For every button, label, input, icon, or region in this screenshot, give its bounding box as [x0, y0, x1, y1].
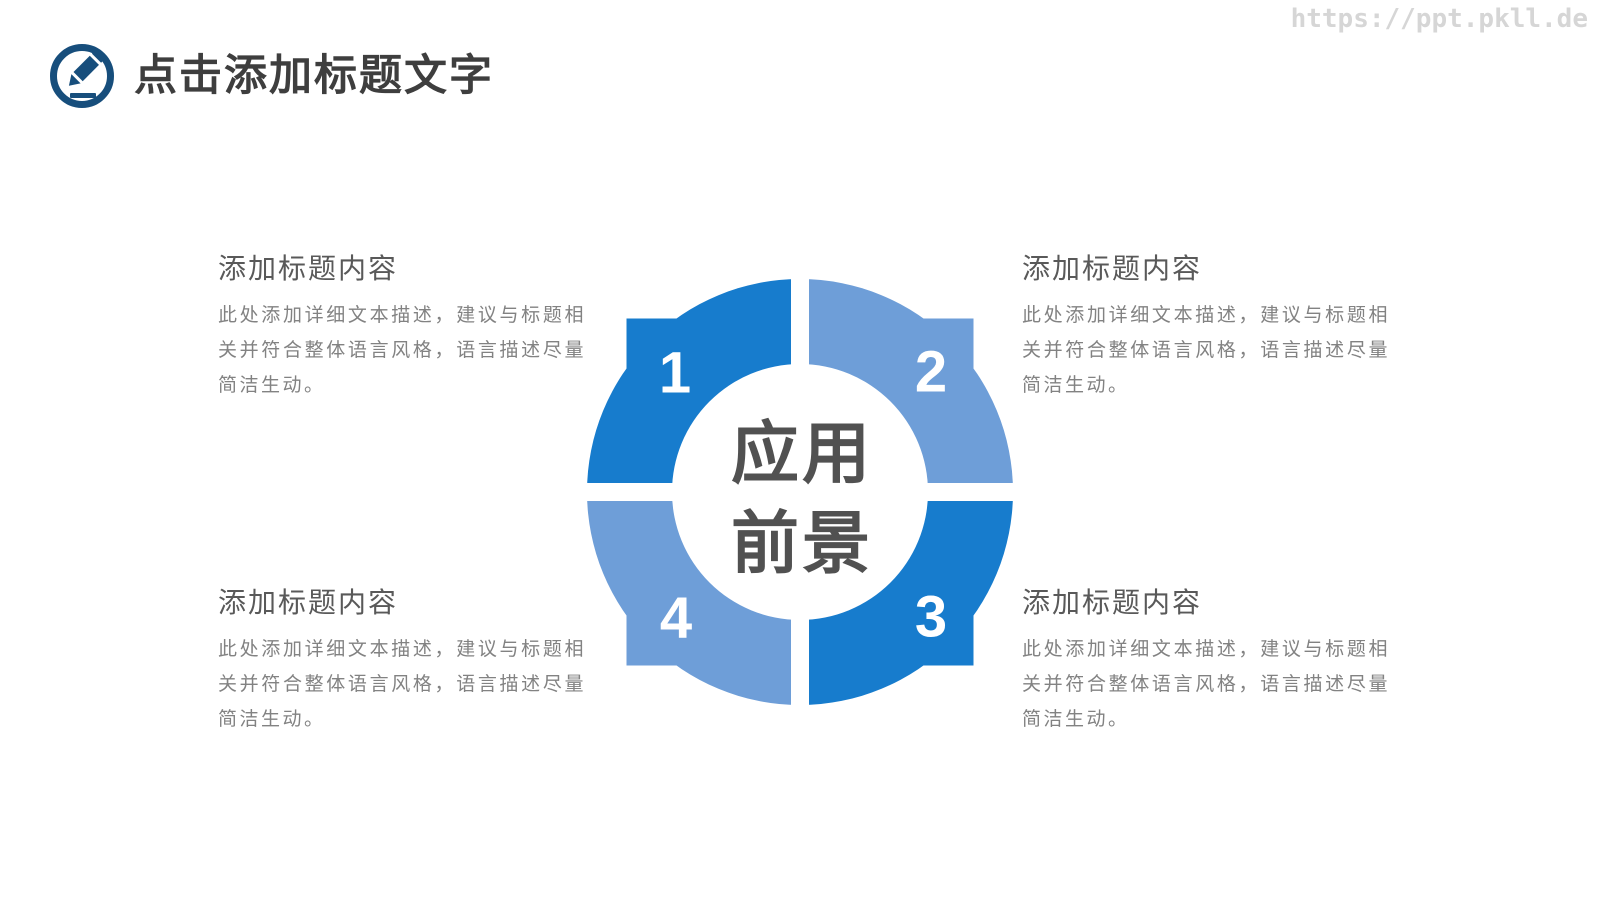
segment-2-tab: [878, 318, 974, 414]
block-body[interactable]: 此处添加详细文本描述，建议与标题相关并符合整体语言风格，语言描述尽量简洁生动。: [218, 305, 586, 396]
watermark-url[interactable]: https://ppt.pkll.de: [1290, 4, 1588, 34]
block-heading[interactable]: 添加标题内容: [1022, 587, 1203, 618]
segment-1-number: 1: [659, 341, 691, 406]
segment-3-number: 3: [915, 585, 947, 650]
slide-header: 点击添加标题文字: [46, 40, 494, 112]
segment-4-tab: [626, 570, 722, 666]
pencil-glyph: [68, 48, 107, 86]
block-heading[interactable]: 添加标题内容: [218, 587, 399, 618]
segment-1-tab: [626, 318, 722, 414]
pencil-underline: [70, 93, 96, 98]
segment-3-tab: [878, 570, 974, 666]
segment-4-number: 4: [660, 586, 692, 651]
icon-ring: [50, 44, 114, 108]
block-body[interactable]: 此处添加详细文本描述，建议与标题相关并符合整体语言风格，语言描述尽量简洁生动。: [1022, 639, 1390, 730]
center-label-line2[interactable]: 前景: [731, 506, 873, 582]
block-heading[interactable]: 添加标题内容: [1022, 253, 1203, 284]
pencil-icon: [50, 44, 114, 108]
block-body[interactable]: 此处添加详细文本描述，建议与标题相关并符合整体语言风格，语言描述尽量简洁生动。: [1022, 305, 1390, 396]
segment-2-number: 2: [915, 340, 947, 405]
slide-title-placeholder[interactable]: 点击添加标题文字: [134, 52, 494, 100]
content-block-bottom-left: 添加标题内容 此处添加详细文本描述，建议与标题相关并符合整体语言风格，语言描述尽…: [218, 586, 586, 737]
block-body[interactable]: 此处添加详细文本描述，建议与标题相关并符合整体语言风格，语言描述尽量简洁生动。: [218, 639, 586, 730]
center-label-line1[interactable]: 应用: [731, 416, 873, 492]
center-circle: [672, 364, 928, 620]
block-heading[interactable]: 添加标题内容: [218, 253, 399, 284]
content-block-top-left: 添加标题内容 此处添加详细文本描述，建议与标题相关并符合整体语言风格，语言描述尽…: [218, 252, 586, 403]
content-block-top-right: 添加标题内容 此处添加详细文本描述，建议与标题相关并符合整体语言风格，语言描述尽…: [1022, 252, 1390, 403]
content-block-bottom-right: 添加标题内容 此处添加详细文本描述，建议与标题相关并符合整体语言风格，语言描述尽…: [1022, 586, 1390, 737]
cycle-diagram: 1 2 3 4 应用 前景: [550, 242, 1050, 742]
